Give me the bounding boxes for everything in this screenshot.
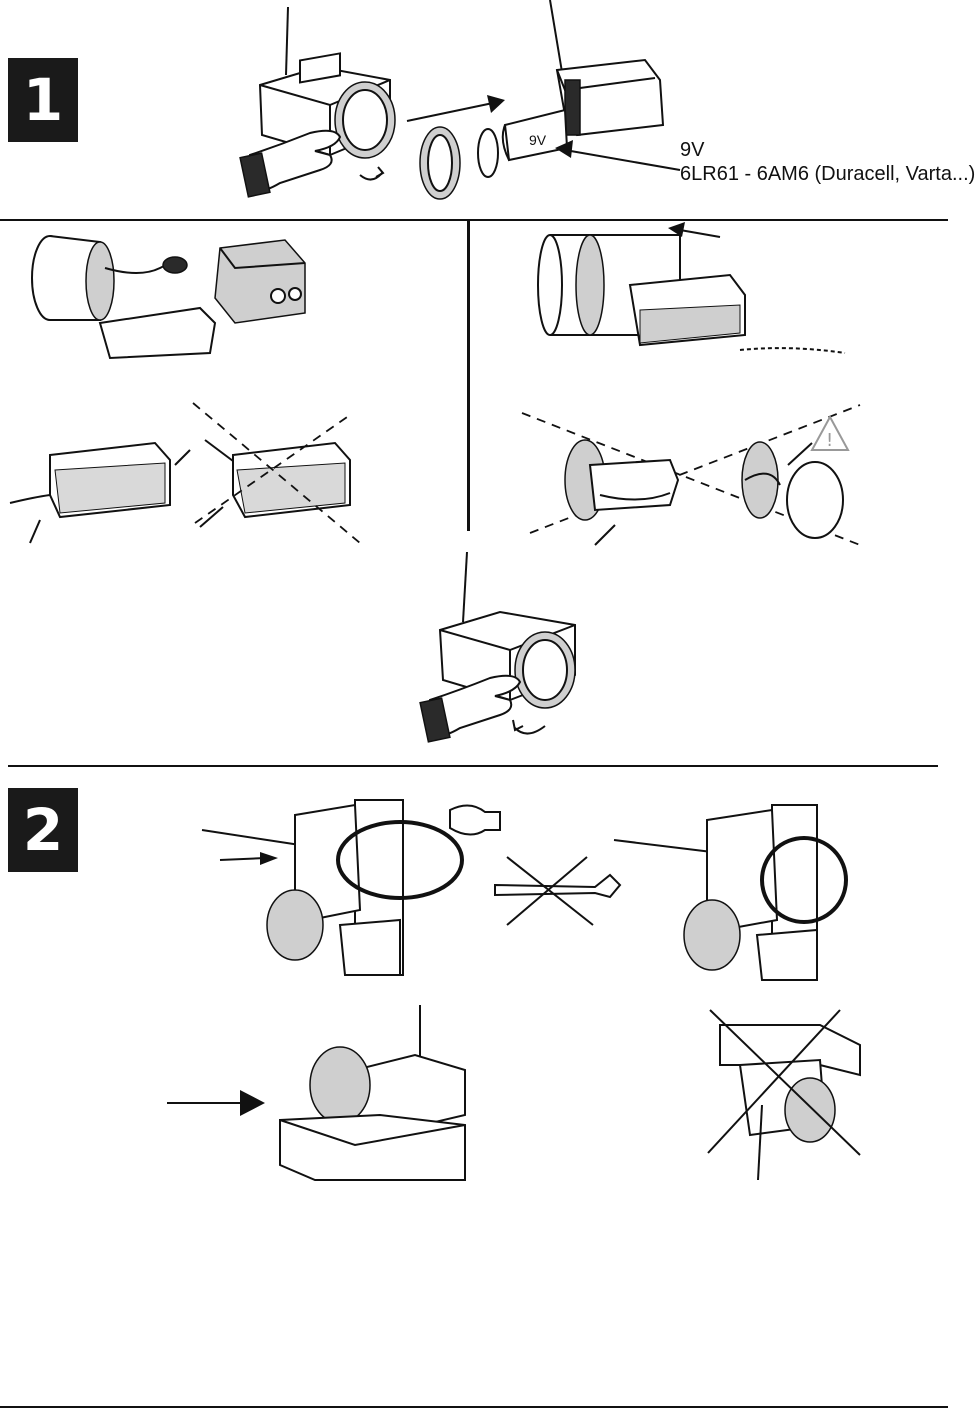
controller-close-illustration	[415, 550, 595, 750]
controller-incorrect-orientation	[700, 1005, 870, 1185]
battery-voltage: 9V	[680, 138, 975, 162]
step-1-badge: 1	[8, 58, 78, 142]
battery-clip-parts	[20, 228, 340, 358]
section-divider	[0, 219, 948, 221]
step-2-badge: 2	[8, 788, 78, 872]
battery-insert-illustration	[540, 225, 860, 375]
battery-spec: 9V 6LR61 - 6AM6 (Duracell, Varta...)	[680, 138, 975, 186]
controller-mount-illustration	[200, 790, 510, 980]
battery-in-clip-illustration	[5, 395, 365, 545]
no-wrench-icon	[485, 855, 630, 930]
controller-open-illustration	[240, 5, 420, 205]
battery-types: 6LR61 - 6AM6 (Duracell, Varta...)	[680, 162, 975, 186]
svg-text:!: !	[826, 430, 833, 451]
vertical-divider	[467, 221, 470, 531]
controller-correct-orientation	[165, 1005, 485, 1185]
battery-wiring-illustration: !	[520, 395, 870, 555]
section-divider	[8, 765, 938, 767]
battery-pointer-arrow	[545, 140, 685, 180]
controller-mounted-illustration	[612, 800, 852, 985]
